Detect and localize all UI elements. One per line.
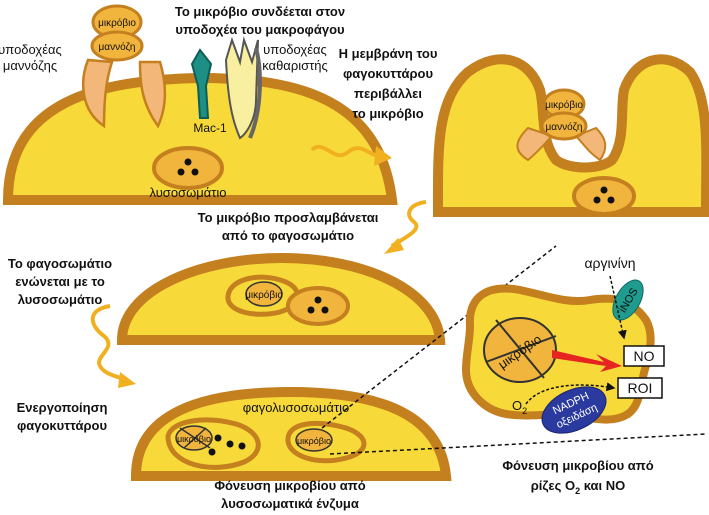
svg-text:φαγοκυττάρου: φαγοκυττάρου	[17, 418, 107, 433]
red-lightning-arrow	[552, 350, 622, 372]
svg-text:Ενεργοποίηση: Ενεργοποίηση	[17, 400, 108, 415]
no-box	[623, 345, 665, 367]
arginine-label: αργινίνη	[584, 255, 635, 271]
mannose-receptor-1	[82, 58, 167, 129]
microbe-2	[540, 88, 588, 141]
nadph-oxidase-badge	[541, 386, 607, 434]
svg-text:λυσοσωμάτιο: λυσοσωμάτιο	[18, 292, 103, 307]
phagolysosome-left	[165, 417, 261, 470]
phagolysosome-right	[285, 420, 367, 464]
svg-text:Φόνευση μικροβίου από: Φόνευση μικροβίου από	[214, 478, 365, 493]
o2-label: O2	[512, 398, 527, 416]
microbe-label-1: μικρόβιο	[98, 17, 136, 29]
callout-lines	[321, 245, 707, 455]
panel-2-cell	[432, 54, 709, 217]
svg-text:Το μικρόβιο συνδέεται στον: Το μικρόβιο συνδέεται στον	[175, 4, 345, 19]
kill-radicals-label: Φόνευση μικροβίου από ρίζες O2 και NO	[502, 458, 653, 496]
lysosome-1	[152, 146, 224, 190]
mannose-receptor-label: υποδοχέας μαννόζης	[0, 42, 62, 73]
mannose-label-2: μαννόζη	[546, 121, 583, 133]
svg-text:υποδοχέα του μακροφάγου: υποδοχέα του μακροφάγου	[175, 22, 345, 37]
lysosome-3	[286, 286, 350, 326]
svg-text:φαγοκυττάρου: φαγοκυττάρου	[343, 66, 433, 81]
svg-text:Φόνευση μικροβίου από: Φόνευση μικροβίου από	[502, 458, 653, 473]
svg-text:υποδοχέας: υποδοχέας	[0, 42, 62, 57]
mac1-label: Mac-1	[193, 121, 227, 135]
microbe-1	[90, 4, 144, 62]
membrane-engulf-label: Η μεμβράνη του φαγοκυττάρου περιβάλλει τ…	[339, 46, 438, 121]
fusion-label: Το φαγοσωμάτιο ενώνεται με το λυσοσωμάτι…	[8, 256, 112, 307]
svg-text:Το φαγοσωμάτιο: Το φαγοσωμάτιο	[8, 256, 112, 271]
binding-title: Το μικρόβιο συνδέεται στον υποδοχέα του …	[175, 4, 345, 37]
wavy-arrow-3	[90, 304, 136, 388]
microbe-label-4b: μικρόβιο	[297, 436, 331, 446]
svg-text:καθαριστής: καθαριστής	[262, 58, 328, 73]
scavenger-receptor-label: υποδοχέας καθαριστής	[262, 42, 328, 73]
svg-text:το μικρόβιο: το μικρόβιο	[352, 106, 423, 121]
kill-enzymes-label: Φόνευση μικροβίου από λυσοσωματικά ένζυμ…	[214, 478, 365, 511]
microbe-label-3: μικρόβιο	[245, 289, 283, 301]
svg-text:από το φαγοσωμάτιο: από το φαγοσωμάτιο	[222, 228, 354, 243]
activation-label: Ενεργοποίηση φαγοκυττάρου	[17, 400, 108, 433]
svg-text:λυσοσωματικά ένζυμα: λυσοσωματικά ένζυμα	[221, 496, 359, 511]
svg-text:Το μικρόβιο προσλαμβάνεται: Το μικρόβιο προσλαμβάνεται	[198, 210, 379, 225]
svg-text:Η μεμβράνη του: Η μεμβράνη του	[339, 46, 438, 61]
svg-text:ενώνεται με το: ενώνεται με το	[15, 274, 105, 289]
no-label: NO	[634, 348, 655, 364]
lysosome-2	[572, 176, 636, 216]
lysosome-label: λυσοσωμάτιο	[150, 185, 227, 200]
phagolysosome-label: φαγολυσοσωμάτιο	[243, 400, 349, 415]
svg-text:υποδοχέας: υποδοχέας	[263, 42, 327, 57]
mannose-label-1: μαννόζη	[99, 41, 136, 53]
microbe-label-2: μικρόβιο	[545, 99, 583, 111]
mac1-receptor	[190, 48, 213, 119]
o2-to-roi-arrow	[525, 382, 616, 405]
mannose-receptor-2	[516, 126, 607, 162]
svg-text:μαννόζης: μαννόζης	[3, 58, 57, 73]
wavy-arrow-1	[310, 144, 392, 166]
microbe-label-4a: μικρόβιο	[177, 434, 211, 444]
ingested-label: Το μικρόβιο προσλαμβάνεται από το φαγοσω…	[198, 210, 379, 243]
arginine-to-no-arrow	[609, 275, 627, 340]
roi-box	[617, 377, 663, 399]
wavy-arrow-2	[384, 200, 427, 254]
svg-text:ρίζες O2 και NO: ρίζες O2 και NO	[531, 478, 625, 496]
inos-badge	[612, 279, 644, 321]
roi-label: ROI	[628, 380, 653, 396]
scavenger-receptor	[224, 36, 262, 140]
svg-text:περιβάλλει: περιβάλλει	[354, 86, 422, 101]
